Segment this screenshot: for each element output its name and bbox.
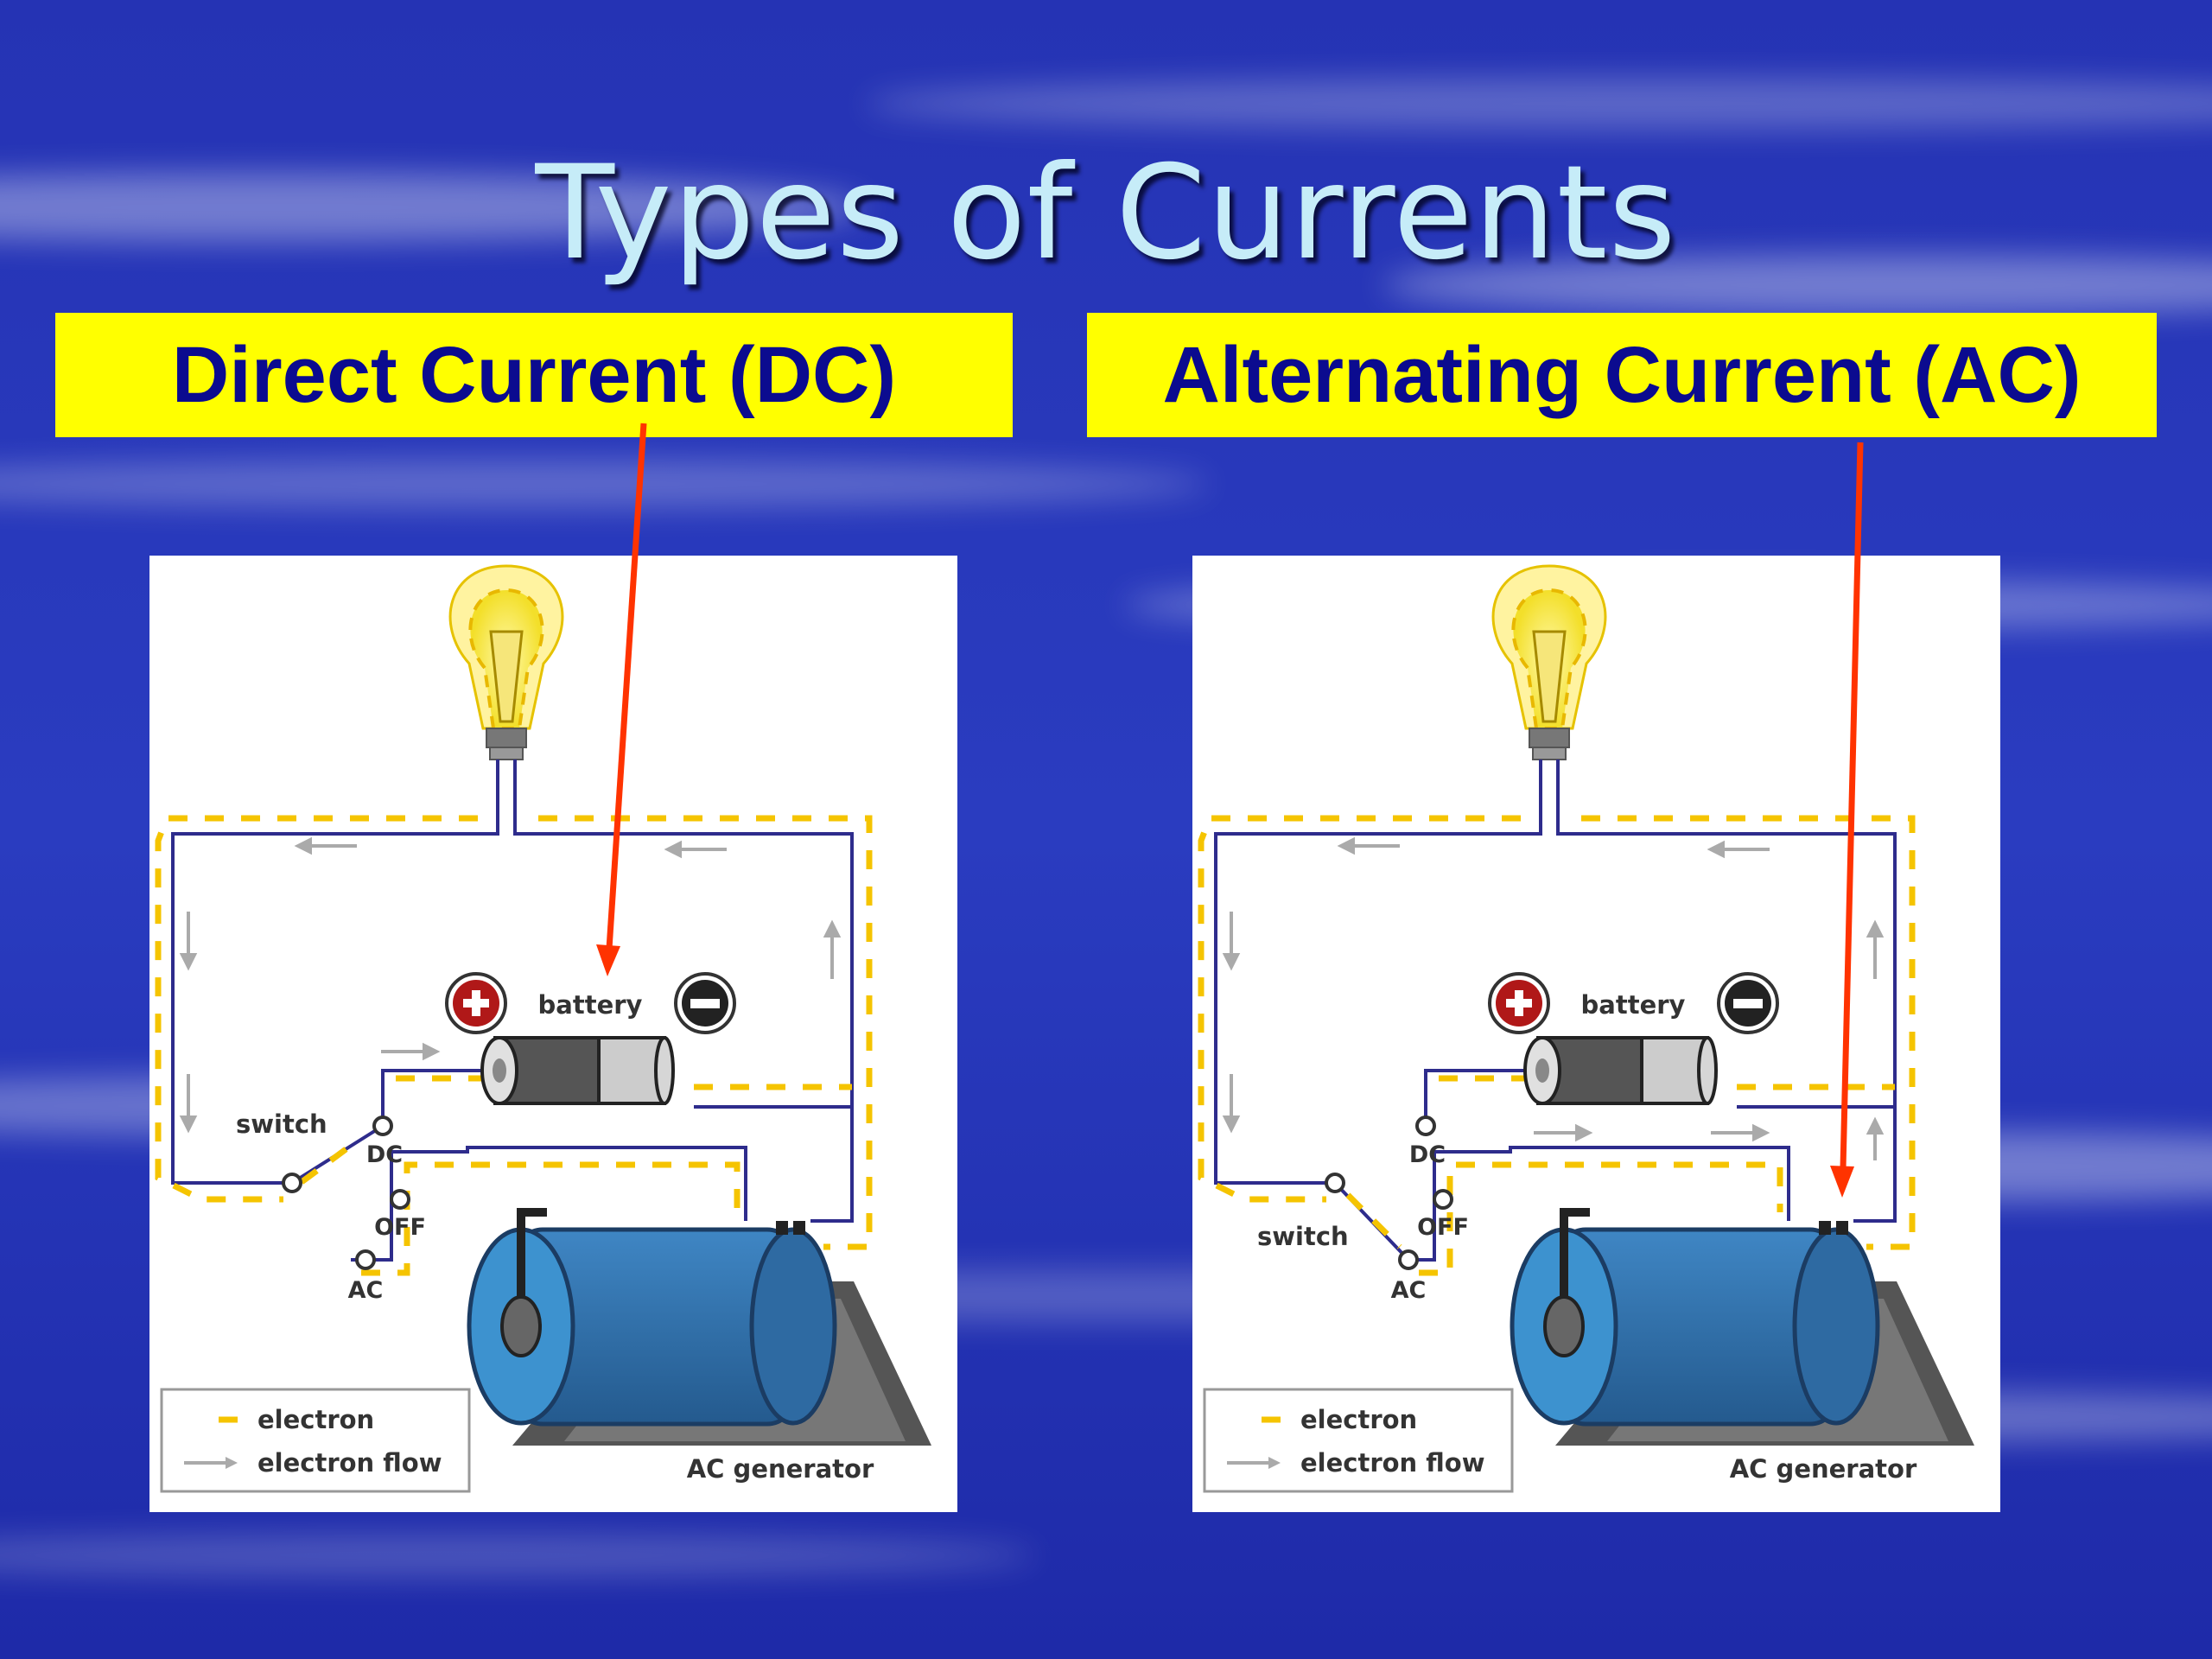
ac-heading: Alternating Current (AC)	[1162, 330, 2082, 419]
switch-label: switch	[236, 1109, 327, 1139]
generator-label: AC generator	[687, 1454, 874, 1484]
generator-label: AC generator	[1730, 1454, 1917, 1484]
positive-terminal-icon	[445, 972, 507, 1034]
electron-flow-arrows	[179, 836, 842, 1134]
ac-circuit-diagram: battery switch DC OFF AC	[1192, 556, 2000, 1512]
positive-terminal-icon	[1488, 972, 1550, 1034]
switch-terminals	[282, 1116, 410, 1270]
legend	[1203, 1388, 1514, 1493]
negative-terminal-icon	[1717, 972, 1779, 1034]
off-terminal-label: OFF	[1417, 1214, 1469, 1241]
battery-label: battery	[1581, 990, 1686, 1020]
circuit-wires	[171, 760, 854, 1262]
ac-terminal-label: AC	[1391, 1277, 1427, 1304]
ac-generator-icon	[1510, 1208, 1974, 1446]
circuit-wires	[1214, 760, 1897, 1262]
battery-icon	[480, 1036, 675, 1105]
slide-title: Types of Currents	[535, 138, 1677, 289]
off-terminal-label: OFF	[374, 1214, 426, 1241]
negative-terminal-icon	[674, 972, 736, 1034]
dc-terminal-label: DC	[1409, 1141, 1446, 1168]
ac-terminal-label: AC	[348, 1277, 384, 1304]
switch-terminals	[1325, 1116, 1453, 1270]
dc-circuit-diagram: battery switch DC OFF AC	[149, 556, 957, 1512]
dc-heading: Direct Current (DC)	[171, 330, 897, 419]
dc-heading-box: Direct Current (DC)	[55, 313, 1013, 437]
electron-path	[155, 815, 873, 1276]
light-bulb-icon	[1491, 564, 1607, 760]
electron-flow-arrows	[1222, 836, 1885, 1160]
battery-label: battery	[538, 990, 643, 1020]
dc-terminal-label: DC	[366, 1141, 403, 1168]
electron-path	[1198, 815, 1916, 1276]
switch-label: switch	[1257, 1222, 1349, 1251]
legend-electron-label: electron	[1300, 1405, 1417, 1434]
ac-generator-icon	[467, 1208, 931, 1446]
battery-icon	[1523, 1036, 1718, 1105]
legend	[160, 1388, 471, 1493]
light-bulb-icon	[448, 564, 564, 760]
legend-flow-label: electron flow	[257, 1448, 442, 1478]
legend-electron-label: electron	[257, 1405, 374, 1434]
legend-flow-label: electron flow	[1300, 1448, 1485, 1478]
ac-heading-box: Alternating Current (AC)	[1087, 313, 2157, 437]
